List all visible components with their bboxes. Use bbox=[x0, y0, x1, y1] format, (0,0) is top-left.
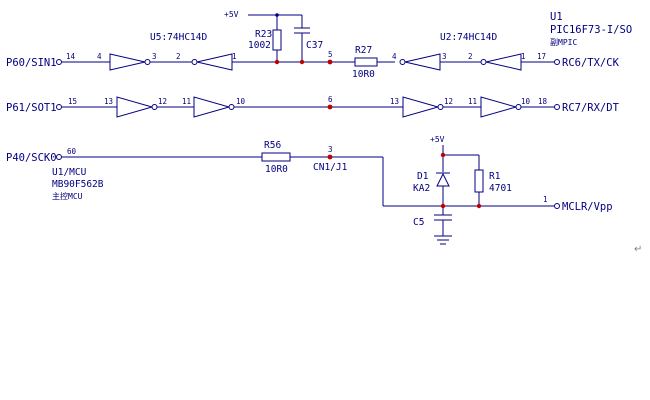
r23-value: 1002 bbox=[248, 40, 271, 51]
inverter-bubble bbox=[228, 104, 235, 110]
chip-u2-label: U2:74HC14D bbox=[440, 32, 497, 43]
pic-desc: 副MPIC bbox=[550, 38, 577, 47]
inverter-bubble bbox=[151, 104, 158, 110]
inverter-gate bbox=[109, 53, 146, 71]
connector-p40[interactable] bbox=[56, 154, 62, 160]
cn1-ref: CN1/J1 bbox=[313, 162, 348, 173]
inverter-bubble bbox=[480, 59, 487, 65]
inverter-gate bbox=[480, 96, 518, 118]
junction-dot bbox=[275, 13, 279, 17]
pin-10b: 10 bbox=[521, 97, 531, 106]
pin-3: 3 bbox=[152, 52, 157, 61]
inverter-bubble bbox=[144, 59, 151, 65]
inverter-bubble bbox=[437, 104, 444, 110]
r27-value: 10R0 bbox=[352, 69, 375, 80]
inverter-gate bbox=[485, 53, 522, 71]
r27-ref: R27 bbox=[355, 45, 372, 56]
pin-14: 14 bbox=[66, 52, 76, 61]
connector-p60[interactable] bbox=[56, 59, 62, 65]
pic-ref: U1 bbox=[550, 11, 563, 23]
pin-4: 4 bbox=[97, 52, 102, 61]
d1-ref: D1 bbox=[417, 171, 429, 182]
pin-6: 6 bbox=[328, 95, 333, 104]
c5-ref: C5 bbox=[413, 217, 424, 228]
resistor-r56 bbox=[261, 152, 291, 162]
pin-18: 18 bbox=[538, 97, 548, 106]
junction-dot bbox=[440, 203, 446, 209]
connector-rc6[interactable] bbox=[554, 59, 560, 65]
net-label-mclr: MCLR/Vpp bbox=[562, 201, 613, 213]
pin-17: 17 bbox=[537, 52, 546, 61]
pin-13: 13 bbox=[104, 97, 113, 106]
chip-u5-label: U5:74HC14D bbox=[150, 32, 207, 43]
pin-11b: 11 bbox=[468, 97, 477, 106]
r23-ref: R23 bbox=[255, 29, 272, 40]
pin-12b: 12 bbox=[444, 97, 453, 106]
r1-value: 4701 bbox=[489, 183, 512, 194]
pin-3c: 3 bbox=[328, 145, 333, 154]
pin-15: 15 bbox=[68, 97, 77, 106]
r1-ref: R1 bbox=[489, 171, 501, 182]
pic-part: PIC16F73-I/SO bbox=[550, 24, 632, 36]
junction-dot bbox=[299, 59, 305, 65]
vcc-label-top: +5V bbox=[224, 10, 239, 19]
pin-4b: 4 bbox=[392, 52, 397, 61]
resistor-r27 bbox=[354, 57, 378, 67]
junction-dot bbox=[327, 154, 333, 160]
mcu-ref: U1/MCU bbox=[52, 167, 87, 178]
net-label-rc6: RC6/TX/CK bbox=[562, 57, 620, 69]
resistor-r1 bbox=[474, 169, 484, 193]
pin-11: 11 bbox=[182, 97, 191, 106]
net-label-rc7: RC7/RX/DT bbox=[562, 102, 620, 114]
r56-ref: R56 bbox=[264, 140, 281, 151]
connector-mclr[interactable] bbox=[554, 203, 560, 209]
pin-12: 12 bbox=[158, 97, 167, 106]
pin-1: 1 bbox=[232, 52, 237, 61]
pin-3b: 3 bbox=[442, 52, 447, 61]
inverter-gate bbox=[116, 96, 154, 118]
d1-value: KA2 bbox=[413, 183, 430, 194]
paragraph-mark: ↵ bbox=[634, 244, 642, 255]
vcc-label-right: +5V bbox=[430, 135, 445, 144]
resistor-r23 bbox=[272, 29, 282, 51]
pin-1c: 1 bbox=[543, 195, 548, 204]
pin-1b: 1 bbox=[521, 52, 526, 61]
pin-13b: 13 bbox=[390, 97, 399, 106]
inverter-gate bbox=[196, 53, 233, 71]
connector-p61[interactable] bbox=[56, 104, 62, 110]
junction-dot bbox=[440, 152, 446, 158]
diode-d1 bbox=[436, 172, 450, 187]
pin-60: 60 bbox=[67, 147, 77, 156]
junction-dot bbox=[476, 203, 482, 209]
inverter-bubble bbox=[191, 59, 198, 65]
connector-rc7[interactable] bbox=[554, 104, 560, 110]
junction-dot bbox=[274, 59, 280, 65]
mcu-part: MB90F562B bbox=[52, 179, 104, 190]
junction-dot bbox=[327, 59, 333, 65]
net-label-p60: P60/SIN1 bbox=[6, 57, 57, 69]
pin-2b: 2 bbox=[468, 52, 473, 61]
mcu-desc: 主控MCU bbox=[52, 191, 83, 201]
pin-10: 10 bbox=[236, 97, 246, 106]
net-label-p61: P61/SOT1 bbox=[6, 102, 57, 114]
inverter-bubble bbox=[399, 59, 406, 65]
junction-dot bbox=[327, 104, 333, 110]
pin-2: 2 bbox=[176, 52, 181, 61]
inverter-gate bbox=[193, 96, 231, 118]
r56-value: 10R0 bbox=[265, 164, 288, 175]
inverter-gate bbox=[402, 96, 440, 118]
inverter-gate bbox=[404, 53, 441, 71]
net-label-p40: P40/SCK0 bbox=[6, 152, 57, 164]
c37-ref: C37 bbox=[306, 40, 323, 51]
pin-5: 5 bbox=[328, 50, 333, 59]
